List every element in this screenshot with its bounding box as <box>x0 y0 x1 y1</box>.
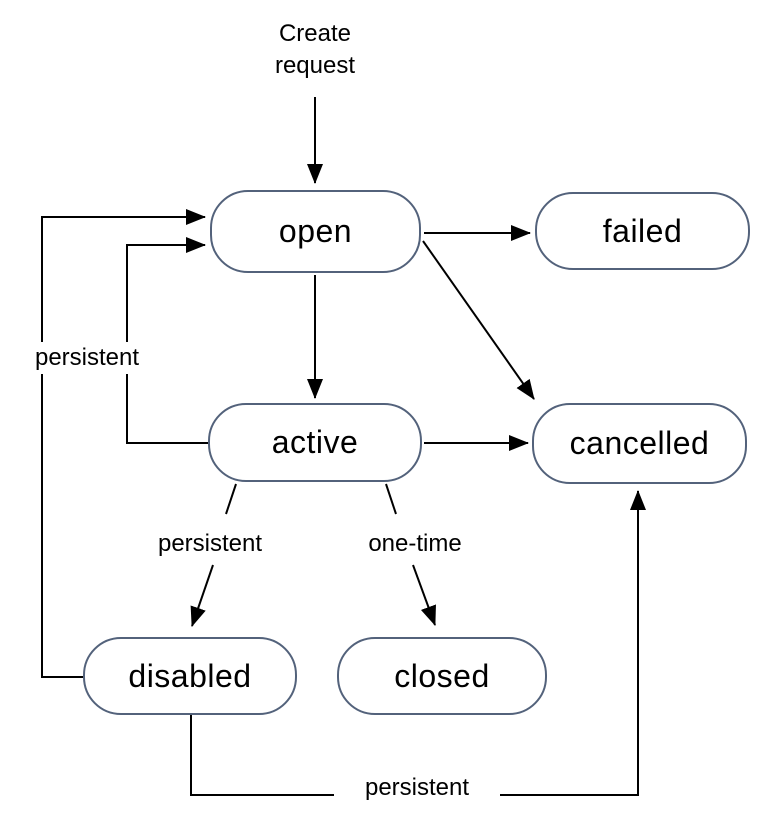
edge-open-to-cancelled <box>422 240 535 400</box>
node-failed: failed <box>535 192 750 270</box>
one-time-label: one-time <box>368 530 462 557</box>
node-open: open <box>210 190 421 273</box>
edge-active-to-onetime-label <box>385 483 397 515</box>
persistent-mid-label: persistent <box>157 530 263 557</box>
persistent-left-label: persistent <box>22 342 152 374</box>
node-disabled: disabled <box>83 637 297 715</box>
node-closed: closed <box>337 637 547 715</box>
edge-onetime-label-to-closed <box>412 564 436 626</box>
create-request-label: Create request <box>274 20 356 79</box>
edge-persistent-label-to-disabled <box>190 564 214 627</box>
node-cancelled: cancelled <box>532 403 747 484</box>
edge-disabled-to-open <box>41 209 206 678</box>
node-active: active <box>208 403 422 482</box>
edge-active-to-persistent-label <box>225 483 237 515</box>
persistent-bottom-label: persistent <box>334 772 500 804</box>
